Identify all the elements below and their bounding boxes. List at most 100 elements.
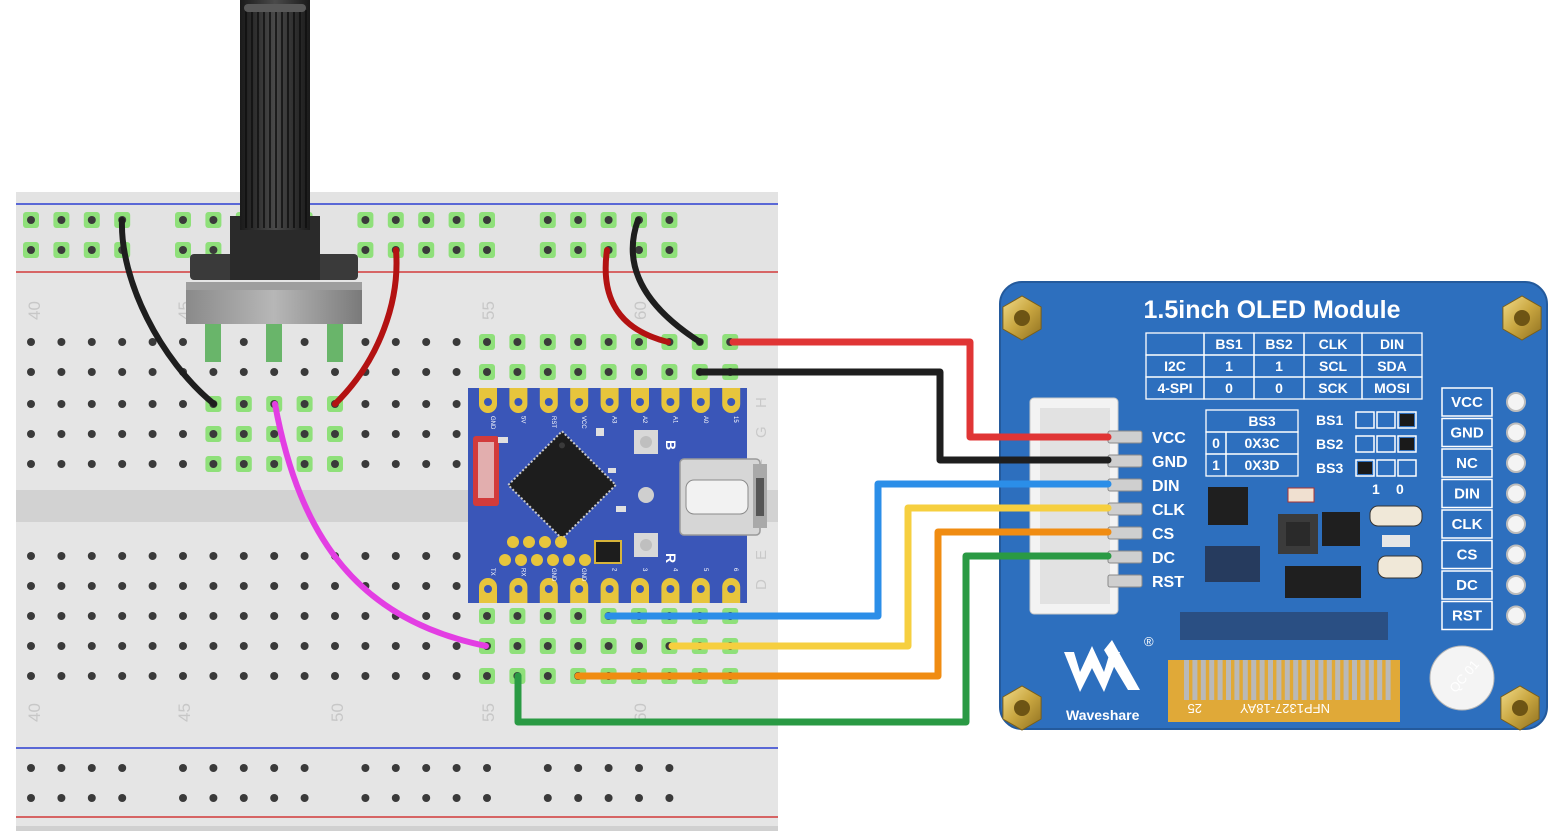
hole xyxy=(452,338,461,346)
header-pin-label: VCC xyxy=(1451,394,1483,411)
bs3-cell: 0 xyxy=(1212,435,1220,451)
row-letters: H G F E D xyxy=(753,397,770,590)
connector-label: CS xyxy=(1152,526,1175,543)
bs3-cell: 0X3D xyxy=(1244,457,1279,473)
hole xyxy=(179,672,187,680)
hole xyxy=(543,794,552,802)
connector-label: VCC xyxy=(1152,430,1186,447)
hole xyxy=(422,794,431,802)
hole xyxy=(118,368,127,376)
mcu-top-pin-label: GND xyxy=(489,416,495,430)
header-pin xyxy=(1506,605,1526,626)
hole xyxy=(239,582,248,590)
hole xyxy=(604,642,613,650)
mcu-top-pin-label: A1 xyxy=(671,416,677,424)
hole xyxy=(179,460,187,468)
hole xyxy=(361,612,370,620)
header-pin-label: DC xyxy=(1456,577,1478,594)
hole xyxy=(270,368,279,376)
hole xyxy=(179,400,187,408)
hole xyxy=(513,642,522,650)
hole xyxy=(87,642,96,650)
hole xyxy=(270,794,279,802)
header-pin xyxy=(1506,392,1526,412)
pot-leg-1 xyxy=(205,322,221,362)
hole xyxy=(239,368,248,376)
hole xyxy=(422,764,431,772)
hole xyxy=(148,338,157,346)
hole xyxy=(209,642,218,650)
hole xyxy=(574,246,583,254)
hole xyxy=(452,672,461,680)
hole xyxy=(27,430,35,438)
hole xyxy=(209,672,218,680)
hole xyxy=(179,764,187,772)
hole xyxy=(57,582,66,590)
button-r: R xyxy=(634,533,679,563)
hole xyxy=(543,764,552,772)
hole xyxy=(239,430,248,438)
hole xyxy=(239,552,248,560)
hole xyxy=(361,430,370,438)
hole xyxy=(179,338,187,346)
hole xyxy=(118,612,127,620)
hole xyxy=(87,794,96,802)
hole xyxy=(422,582,431,590)
wire-vcc xyxy=(729,338,1112,441)
hole xyxy=(361,764,370,772)
hole xyxy=(391,460,400,468)
hole xyxy=(574,216,583,224)
row-letter-d: D xyxy=(753,579,770,590)
hole xyxy=(209,794,218,802)
bs3-header: BS3 xyxy=(1248,413,1275,429)
hole xyxy=(604,764,613,772)
hole xyxy=(574,794,583,802)
waveshare-logo: ® Waveshare xyxy=(1064,634,1154,723)
hole xyxy=(300,672,309,680)
hole xyxy=(635,338,643,346)
hole xyxy=(300,642,309,650)
header-pin xyxy=(1506,514,1526,534)
hole xyxy=(483,612,491,620)
hole xyxy=(270,612,279,620)
hole xyxy=(209,552,218,560)
hole xyxy=(574,612,583,620)
wire-rail-gnd xyxy=(629,217,703,345)
mcu-bottom-pin-label: 6 xyxy=(732,568,738,572)
hole xyxy=(118,582,127,590)
hole xyxy=(148,430,157,438)
mcu-top-pin-label: 5V xyxy=(519,416,525,423)
config-table-cell: I2C xyxy=(1164,358,1186,374)
mcu-bottom-pin-label: 4 xyxy=(671,568,677,572)
config-table-cell: 1 xyxy=(1275,358,1283,374)
hole xyxy=(27,400,35,408)
hole xyxy=(118,400,127,408)
hole xyxy=(665,216,674,224)
hole xyxy=(604,338,613,346)
smd-components xyxy=(1180,487,1423,640)
hole xyxy=(391,338,400,346)
hole xyxy=(574,764,583,772)
col-num-55-top: 55 xyxy=(479,301,498,320)
mcu-bottom-pin-label: RX xyxy=(519,568,525,576)
hole xyxy=(27,764,35,772)
hole xyxy=(27,246,35,254)
connector-pin xyxy=(1107,430,1143,444)
wire-dc xyxy=(514,552,1112,726)
mcu-top-pin-label: RST xyxy=(550,416,556,428)
hole xyxy=(452,612,461,620)
hole xyxy=(118,430,127,438)
mcu-bottom-pin-label: 3 xyxy=(641,568,647,572)
usb-c-connector xyxy=(679,458,767,536)
mcu-bottom-pin-label: TX xyxy=(489,568,495,576)
wires xyxy=(118,217,1112,726)
hole xyxy=(209,612,218,620)
hole xyxy=(635,642,643,650)
header-pin xyxy=(1506,483,1526,504)
hole xyxy=(331,672,339,680)
hole xyxy=(452,400,461,408)
hole xyxy=(422,552,431,560)
hole xyxy=(57,216,66,224)
hole xyxy=(270,430,279,438)
hole xyxy=(148,400,157,408)
